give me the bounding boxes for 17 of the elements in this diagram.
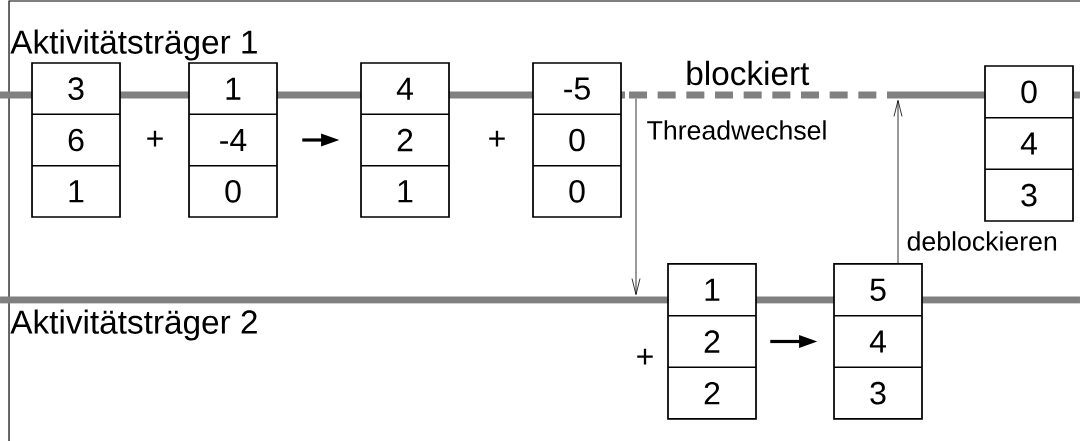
arrow bbox=[893, 100, 903, 265]
text-label: Aktivitätsträger 1 bbox=[10, 29, 257, 61]
vector-box: -5 0 0 bbox=[532, 62, 622, 218]
text-label: + bbox=[489, 130, 505, 147]
vector-box: 3 6 1 bbox=[31, 62, 121, 218]
vector-box: 1 -4 0 bbox=[188, 62, 278, 218]
text-label: blockiert bbox=[687, 60, 810, 86]
vector-box: 5 4 3 bbox=[833, 263, 923, 420]
edge-label: Threadwechsel bbox=[645, 118, 829, 142]
text-label: + bbox=[147, 130, 163, 147]
text-label: + bbox=[637, 348, 653, 365]
vector-box: 1 2 2 bbox=[667, 263, 757, 420]
text-label: Aktivitätsträger 2 bbox=[10, 309, 257, 341]
arrow bbox=[631, 98, 641, 295]
vector-box: 4 2 1 bbox=[360, 62, 450, 218]
vector-box: 0 4 3 bbox=[984, 65, 1074, 222]
edge-label: deblockieren bbox=[905, 229, 1060, 253]
